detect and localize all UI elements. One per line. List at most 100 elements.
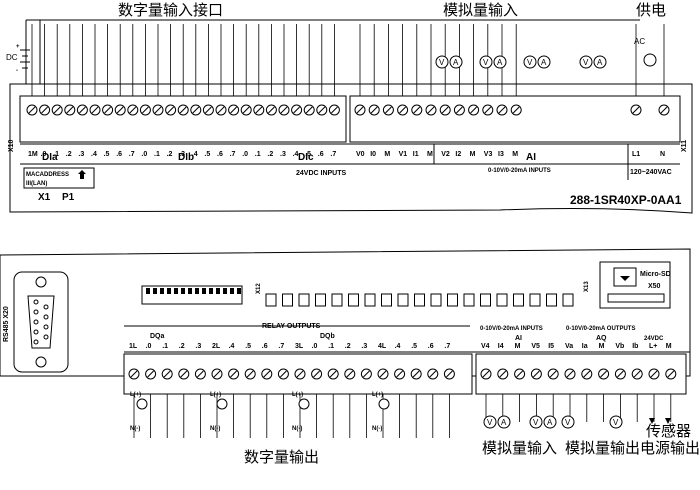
terminal-label: L1 (632, 151, 640, 158)
meter-icon (449, 55, 463, 69)
ac-load-icon (378, 398, 390, 410)
terminal-label: .2 (66, 151, 72, 158)
model-number: 288-1SR40XP-0AA1 (570, 193, 682, 207)
heading-digital-input: 数字量输入接口 (118, 1, 223, 19)
screw-slot (129, 106, 137, 114)
x12-pins (146, 288, 241, 294)
terminal-label: .0 (312, 343, 318, 350)
terminal-label: V5 (531, 343, 540, 350)
bus-tooth (480, 293, 491, 307)
group-dia: DIa (42, 152, 58, 163)
terminal-label: Va (565, 343, 573, 350)
label-dqa: DQa (150, 333, 165, 340)
group-dic: DIc (298, 152, 314, 163)
db9-pin (33, 329, 39, 335)
meter-symbol: V (583, 58, 589, 67)
meter-icon (609, 415, 623, 429)
db9-pin (43, 304, 49, 310)
terminal-label: I2 (455, 151, 461, 158)
terminal-label: .4 (395, 343, 401, 350)
terminal-label: M (666, 343, 672, 350)
terminal-label: .4 (293, 151, 299, 158)
terminal-label: .4 (91, 151, 97, 158)
meter-symbol: V (527, 58, 533, 67)
connector-screw-top (35, 276, 47, 288)
terminal-label: Ia (582, 343, 588, 350)
caption-sensor: 传感器 (646, 422, 691, 440)
bus-tooth (414, 293, 425, 307)
screw-slot (230, 106, 237, 114)
bus-tooth (381, 293, 392, 307)
terminal-label: .6 (217, 151, 223, 158)
micro-sd-label: Micro-SD (640, 271, 671, 278)
label-ai-inputs: 0-10V/0-20mA INPUTS (488, 168, 551, 174)
terminal-label: I4 (498, 343, 504, 350)
ac-source-icon (643, 53, 657, 67)
screw-slot (396, 370, 403, 378)
terminal-label: Ib (632, 343, 638, 350)
db9-pin (33, 319, 39, 325)
bottom-module: RS485 X20 X12 X13 Micro-SD X50 RELAY OUT… (0, 248, 700, 466)
meter-icon (543, 415, 557, 429)
terminal-label: 1L (129, 343, 138, 350)
ac-label: AC (634, 37, 645, 46)
terminal-label: V4 (481, 343, 490, 350)
screw-slot (441, 106, 449, 114)
arrow-up-icon (78, 170, 86, 179)
screw-slot (498, 106, 506, 114)
screw-slot (399, 106, 406, 114)
screw-slot (484, 106, 492, 114)
meter-symbol: A (547, 418, 553, 427)
db9-pin (43, 324, 49, 330)
label-24vdc-inputs: 24VDC INPUTS (296, 170, 347, 177)
nminus-label: N(-) (372, 426, 382, 432)
caption-analog-input: 模拟量输入 (482, 439, 557, 457)
bus-tooth (315, 293, 326, 307)
lplus-label: L(+) (372, 392, 383, 398)
terminal-label: V2 (441, 151, 450, 158)
screw-slot (600, 370, 607, 378)
db9-shell (27, 295, 55, 349)
screw-slot (154, 106, 162, 114)
nminus-label: N(-) (130, 426, 140, 432)
ac-load-icon (298, 398, 310, 410)
screw-slot (346, 370, 354, 378)
screw-slot (499, 370, 507, 378)
bus-tooth (562, 293, 574, 307)
terminal-label: .7 (330, 151, 336, 158)
screw-slot (296, 370, 304, 378)
terminal-label: N (660, 151, 665, 158)
label-supply-voltage: 120~240VAC (630, 169, 672, 176)
screw-slot (205, 106, 212, 114)
screw-slot (470, 106, 477, 114)
screw-slot (242, 106, 250, 114)
screw-slot (446, 370, 453, 378)
screw-slot (305, 106, 313, 114)
label-rs485: RS485 X20 (3, 306, 10, 342)
group-dib: DIb (178, 152, 194, 163)
meter-symbol: A (497, 58, 503, 67)
db9-pin (33, 339, 39, 345)
label-x1: X1 (38, 192, 51, 203)
connector-screw-bottom (35, 356, 47, 368)
bus-tooth (463, 293, 475, 307)
label-dqb: DQb (320, 333, 335, 340)
screw-slot (179, 106, 187, 114)
screw-slot (66, 106, 74, 114)
top-screws (26, 104, 670, 116)
screw-slot (667, 370, 675, 378)
screw-slot (512, 106, 520, 114)
bus-tooth (529, 293, 541, 307)
micro-sd-x50: X50 (648, 283, 661, 290)
screw-slot (79, 106, 86, 114)
terminal-label: .1 (328, 343, 334, 350)
label-ai-inputs-bottom: 0-10V/0-20mA INPUTS (480, 326, 543, 332)
bus-tooth (298, 293, 310, 307)
terminal-label: V1 (399, 151, 408, 158)
terminal-label: .7 (278, 343, 284, 350)
caption-digital-output: 数字量输出 (244, 448, 319, 466)
terminal-label: .1 (162, 343, 168, 350)
